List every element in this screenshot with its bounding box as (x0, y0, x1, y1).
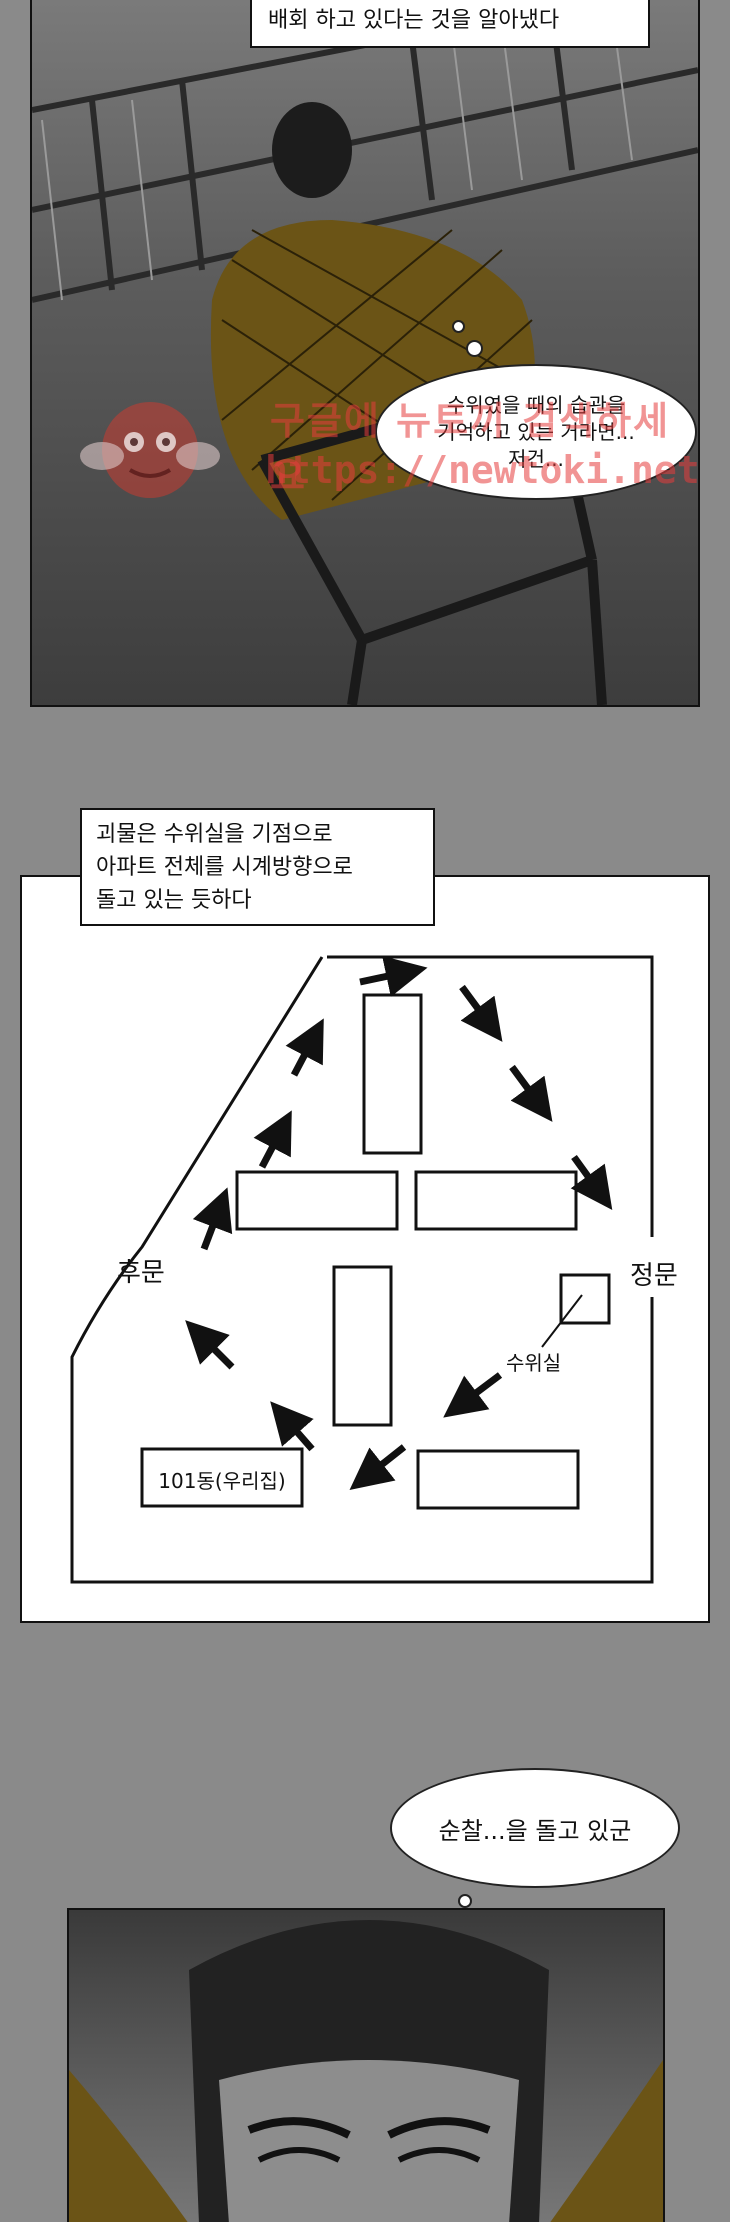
back-gate-label: 후문 (117, 1258, 165, 1288)
front-gate-label: 정문 (630, 1261, 678, 1291)
building-101-label: 101동(우리집) (158, 1469, 286, 1493)
bubble-text: 순찰...을 돌고 있군 (438, 1816, 632, 1845)
building-block (332, 1265, 393, 1427)
panel-face-closeup (67, 1908, 665, 2222)
building-101 (140, 1447, 304, 1508)
caption-line: 아파트 전체를 시계방향으로 (96, 855, 353, 880)
panel-map: 후문 정문 수위실 101동(우리집) (20, 875, 710, 1623)
panel-chair-scene (30, 0, 700, 707)
guard-room-box (559, 1273, 611, 1325)
building-block (416, 1449, 580, 1510)
thought-dot (452, 320, 465, 333)
guard-room-label: 수위실 (506, 1351, 562, 1375)
thought-dot (458, 1894, 472, 1908)
apartment-boundary (70, 955, 654, 1584)
thought-bubble-3: 순찰...을 돌고 있군 (390, 1768, 680, 1888)
caption-text: 배회 하고 있다는 것을 알아냈다 (268, 8, 560, 33)
building-block (235, 1170, 399, 1231)
bubble-line: 수위였을 때의 습관을 (446, 392, 626, 417)
caption-box-2: 괴물은 수위실을 기점으로 아파트 전체를 시계방향으로 돌고 있는 듯하다 (80, 808, 435, 926)
thought-dot (466, 340, 483, 357)
chair-scene-illustration (32, 0, 698, 705)
building-block (414, 1170, 578, 1231)
building-block (362, 993, 423, 1155)
caption-line: 괴물은 수위실을 기점으로 (96, 822, 333, 847)
bubble-line: 저건... (508, 446, 564, 471)
patrol-route-map (70, 955, 655, 1584)
caption-box-1: 배회 하고 있다는 것을 알아냈다 (250, 0, 650, 48)
thought-bubble-1: 수위였을 때의 습관을 기억하고 있는 거라면... 저건... (375, 364, 697, 500)
bubble-line: 기억하고 있는 거라면... (437, 419, 635, 444)
face-closeup-illustration (69, 1920, 663, 2222)
caption-line: 돌고 있는 듯하다 (96, 888, 252, 913)
